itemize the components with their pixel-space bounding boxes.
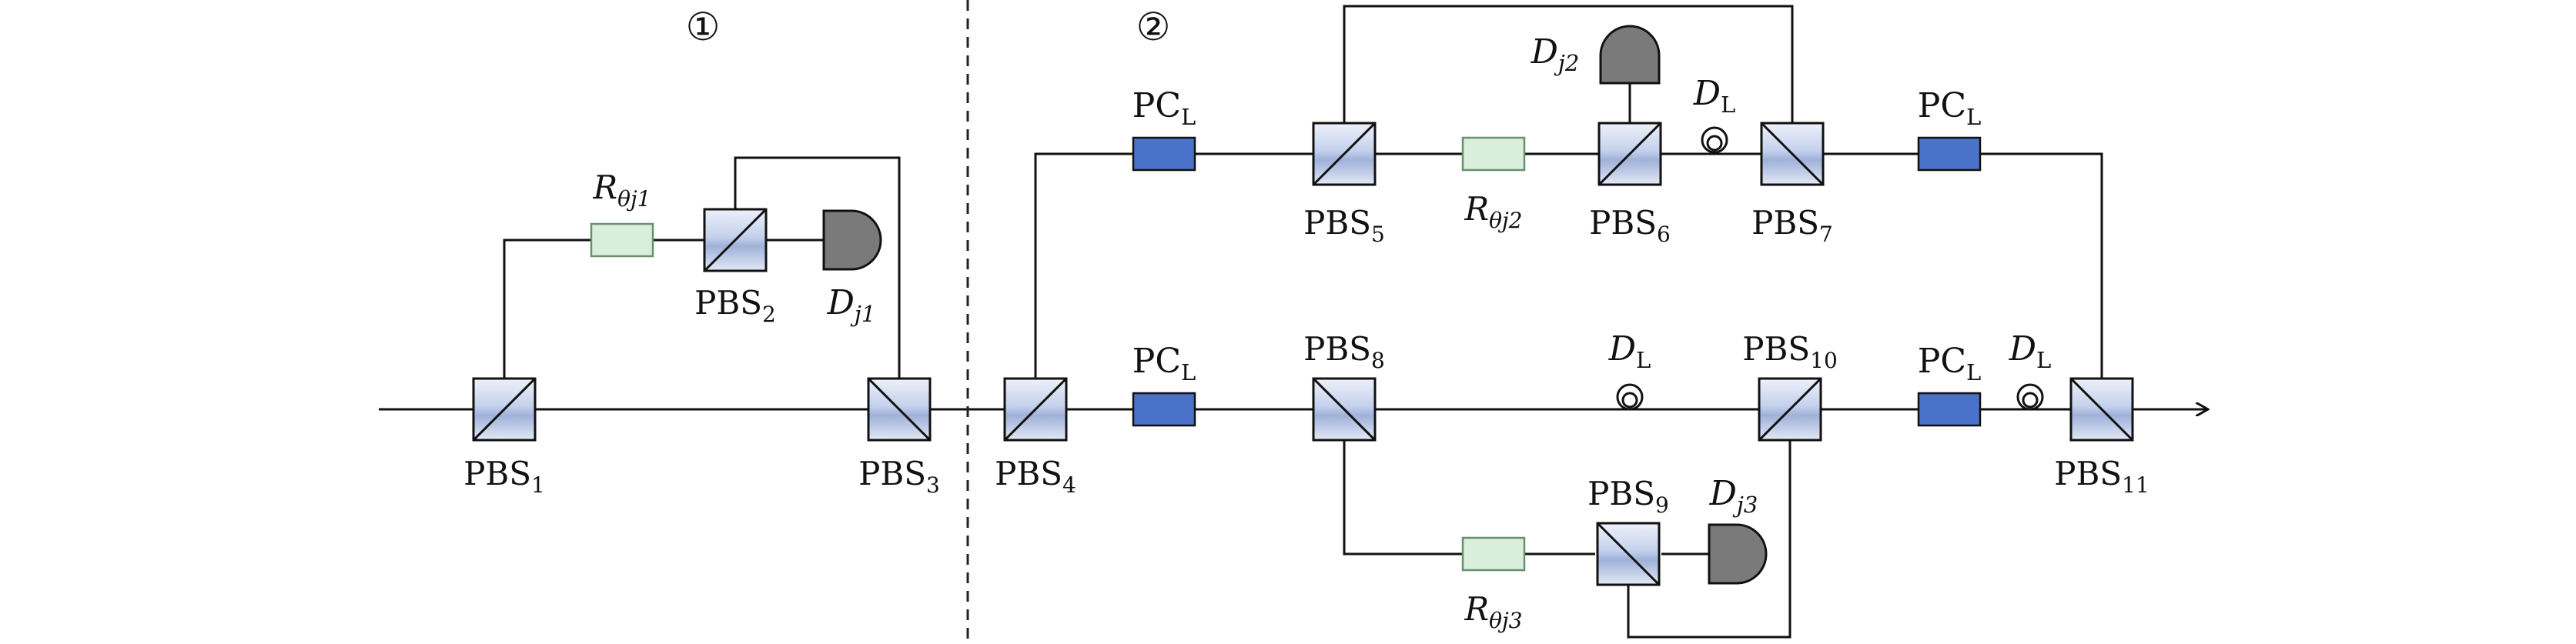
pbs10-label: PBS10 — [1742, 330, 1838, 373]
pbs6-cube — [1597, 122, 1662, 186]
dl_out-delay-loop — [2016, 383, 2044, 411]
pc_mid_right-box — [1917, 392, 1982, 427]
dj1-detector — [822, 209, 882, 271]
pc_top_left-box — [1132, 136, 1196, 172]
pbs5-label: PBS5 — [1303, 204, 1385, 247]
detectors — [822, 25, 1768, 585]
dl_top-label: DL — [1693, 74, 1736, 118]
pbs3-label: PBS3 — [858, 455, 940, 498]
pc_mid_right-label: PCL — [1918, 342, 1982, 385]
r1-rotator — [590, 222, 654, 258]
r2-rotator — [1461, 136, 1526, 172]
pbs8-label: PBS8 — [1303, 330, 1385, 373]
dl_top-delay-loop — [1701, 126, 1728, 154]
pbs2-label: PBS2 — [694, 284, 776, 327]
section-marker-1: ① — [686, 5, 721, 49]
pbs1-cube — [472, 377, 537, 442]
pbs7-label: PBS7 — [1751, 204, 1833, 247]
r1-label: Rθj1 — [593, 169, 651, 212]
lower-arm — [1343, 425, 1595, 556]
pc_top_left-label: PCL — [1132, 86, 1196, 130]
delay-lines — [1616, 126, 2044, 411]
pbs1-label: PBS1 — [463, 455, 545, 498]
dl_out-label: DL — [2009, 329, 2052, 373]
pbs7-cube — [1760, 122, 1825, 186]
dj1-label: Dj1 — [827, 283, 876, 327]
pbs11-cube — [2069, 377, 2134, 442]
rotators — [590, 136, 1526, 572]
pc_mid_left-box — [1132, 392, 1196, 427]
r3-rotator — [1461, 536, 1526, 572]
pbs3-cube — [867, 377, 932, 442]
pbs2-cube — [703, 208, 768, 272]
pbs10-cube — [1758, 377, 1822, 442]
section1-loop — [503, 239, 735, 394]
pbs9-cube — [1596, 522, 1661, 586]
beam-paths — [379, 5, 2208, 639]
pc_top_right-label: PCL — [1918, 86, 1982, 130]
dj2-label: Dj2 — [1531, 32, 1580, 76]
section1-return-path — [734, 156, 901, 394]
pc_mid_left-label: PCL — [1132, 342, 1196, 385]
dj2-detector — [1599, 25, 1661, 85]
pbs11-label: PBS11 — [2054, 455, 2149, 498]
lower-return-path — [1627, 425, 1791, 639]
pbs-cubes — [472, 122, 2134, 586]
pbs4-label: PBS4 — [995, 455, 1076, 498]
pc_top_right-box — [1917, 136, 1982, 172]
dj3-detector — [1708, 523, 1768, 585]
pbs4-cube — [1003, 377, 1068, 442]
pbs6-label: PBS6 — [1589, 204, 1671, 247]
pbs9-label: PBS9 — [1587, 475, 1669, 518]
dl_mid-label: DL — [1608, 329, 1651, 373]
dj3-label: Dj3 — [1709, 474, 1758, 518]
r3-label: Rθj3 — [1464, 590, 1523, 633]
dl_mid-delay-loop — [1616, 383, 1644, 411]
polarization-controllers — [1132, 136, 1982, 427]
upper-loop — [1343, 5, 1794, 138]
pbs8-cube — [1312, 377, 1377, 442]
pbs5-cube — [1312, 122, 1377, 186]
section-marker-2: ② — [1136, 5, 1171, 49]
upper-arm — [1034, 152, 2103, 394]
r2-label: Rθj2 — [1464, 190, 1523, 233]
